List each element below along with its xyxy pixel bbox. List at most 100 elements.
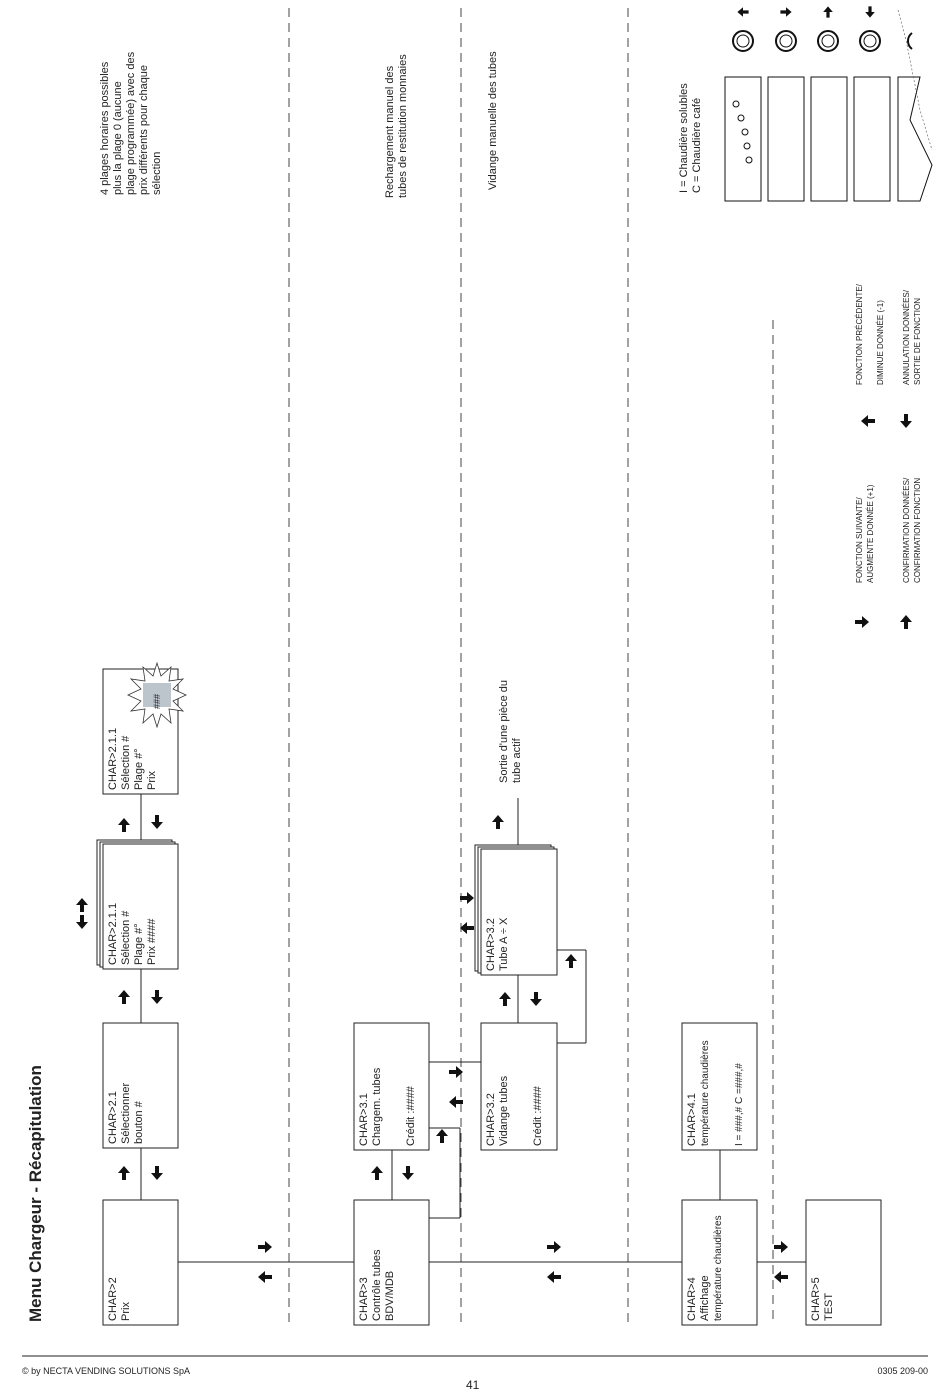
menu-box-char4-1: [681, 1022, 758, 1151]
note-sortie-line2: tube actif: [511, 737, 523, 783]
box-label-temperature: température chaudières: [713, 1215, 724, 1321]
note-chaudiere-line1: I = Chaudière solubles: [678, 83, 690, 193]
arrow-down-icon: [402, 1166, 414, 1180]
page-title: Menu Chargeur - Récapitulation: [26, 1065, 45, 1322]
arrow-down-icon: [865, 6, 875, 18]
arrow-up-icon: [499, 992, 511, 1006]
box-label-plage-b: Plage #°: [133, 748, 145, 790]
legend-prev-line1: FONCTION PRÉCÉDENTE/: [855, 283, 864, 385]
box-label-bouton: bouton #: [133, 1100, 145, 1144]
box-label-controle: Contrôle tubes: [371, 1249, 383, 1321]
menu-box-char2-1-1-stacked: [102, 843, 179, 970]
blinking-burst-icon: [127, 661, 187, 729]
blink-value: ###: [152, 694, 162, 709]
arrow-down-icon: [530, 992, 542, 1006]
box-label-char3-2b: CHAR>3.2: [485, 918, 497, 971]
svg-text:CHAR>3.2 Tube A ÷ X: CHAR>3.2 Tube A ÷ X: [485, 915, 510, 971]
box-label-char2-1: CHAR>2.1: [107, 1091, 119, 1144]
arrow-right-icon: [258, 1241, 272, 1253]
box-label-plage: Plage #°: [133, 923, 145, 965]
box-label-test: TEST: [823, 1293, 835, 1321]
menu-box-char3-2-stacked: [480, 848, 558, 976]
svg-text:CHAR>2.1.1 Sélection #: CHAR>2.1.1 Sélection # Plage #° Prix ###…: [107, 900, 158, 965]
box-label-selection-b: Sélection #: [120, 735, 132, 790]
arrow-right-icon: [774, 1241, 788, 1253]
arrow-up-icon: [118, 818, 130, 832]
page-number: 41: [466, 1378, 480, 1392]
svg-text:I = Chaudière solubles C: I = Chaudière solubles C = Chaudière caf…: [678, 80, 703, 193]
svg-text:FONCTION PRÉCÉDENTE/ DIMIN: FONCTION PRÉCÉDENTE/ DIMINUE DONNÉE (-1): [855, 282, 885, 385]
box-label-temp-values: I = ###,# C =###,#: [734, 1063, 745, 1146]
arrow-left-icon: [861, 415, 875, 427]
box-label-char3: CHAR>3: [358, 1277, 370, 1321]
note-vidange: Vidange manuelle des tubes: [487, 51, 499, 190]
box-label-prix-value: Prix ####: [146, 918, 158, 965]
legend-prev-line2: DIMINUE DONNÉE (-1): [876, 300, 885, 385]
box-label-affichage: Affichage: [699, 1275, 711, 1321]
legend-cancel-line1: ANNULATION DONNÉES/: [902, 289, 911, 385]
note-plages-line5: sélection: [151, 152, 163, 195]
menu-box-char5: [805, 1199, 882, 1326]
arrow-left-icon: [547, 1271, 561, 1283]
arrow-down-icon: [151, 990, 163, 1004]
arrow-up-icon: [823, 6, 833, 18]
note-plages-line3: plage programmée) avec des: [125, 51, 137, 195]
box-label-prix: Prix: [120, 1302, 132, 1321]
keypad-buttons-icon: [732, 30, 913, 52]
svg-text:4 plages horaires possibles: 4 plages horaires possibles plus la plag…: [99, 49, 163, 195]
arrow-up-icon: [76, 898, 88, 912]
box-label-char2-1-1b: CHAR>2.1.1: [107, 728, 119, 790]
box-label-char3-2: CHAR>3.2: [485, 1093, 497, 1146]
svg-text:ANNULATION DONNÉES/ SORTIE: ANNULATION DONNÉES/ SORTIE DE FONCTION: [902, 288, 922, 385]
svg-text:CHAR>4.1 température chaud: CHAR>4.1 température chaudières I = ###,…: [686, 1038, 745, 1146]
box-label-vidange: Vidange tubes: [498, 1075, 510, 1146]
menu-box-char2-1: [102, 1022, 179, 1149]
box-label-credit: Crédit :####: [405, 1085, 417, 1146]
svg-text:CHAR>5 TEST: CHAR>5 TEST: [810, 1274, 835, 1321]
svg-text:Rechargement manuel des tu: Rechargement manuel des tubes de restitu…: [384, 54, 409, 198]
arrow-left-icon: [460, 922, 474, 934]
note-recharge-line2: tubes de restitution monnaies: [397, 54, 409, 198]
arrow-up-icon: [371, 1166, 383, 1180]
box-label-char2-1-1: CHAR>2.1.1: [107, 903, 119, 965]
menu-box-char3-2: [480, 1022, 558, 1151]
note-sortie-line1: Sortie d'une pièce du: [498, 680, 510, 783]
arrow-up-icon: [565, 954, 577, 968]
arrow-left-icon: [737, 7, 749, 17]
menu-box-char3-1: [353, 1022, 430, 1151]
connector-lines: [140, 794, 806, 1263]
box-label-char3-1: CHAR>3.1: [358, 1093, 370, 1146]
arrow-down-icon: [151, 1166, 163, 1180]
box-label-char4: CHAR>4: [686, 1277, 698, 1321]
svg-text:Sortie d'une pièce du tube: Sortie d'une pièce du tube actif: [498, 677, 523, 783]
legend-next-line1: FONCTION SUIVANTE/: [855, 497, 864, 583]
arrow-up-icon: [118, 1166, 130, 1180]
box-label-bdv: BDV/MDB: [384, 1271, 396, 1321]
arrow-down-icon: [151, 815, 163, 829]
arrow-right-icon: [460, 892, 474, 904]
menu-box-char4: [681, 1199, 758, 1326]
menu-box-char3: [353, 1199, 430, 1326]
svg-text:CHAR>2.1.1 Sélection #: CHAR>2.1.1 Sélection # Plage #° Prix: [107, 725, 158, 790]
legend-next-line2: AUGMENTE DONNÉE (+1): [866, 484, 875, 583]
svg-text:CHAR>2 Prix: CHAR>2 Prix: [107, 1274, 132, 1321]
arrow-up-icon: [492, 815, 504, 829]
arrow-left-icon: [774, 1271, 788, 1283]
svg-text:CHAR>2.1 Sélectionner: CHAR>2.1 Sélectionner bouton #: [107, 1080, 145, 1144]
legend-cancel-line2: SORTIE DE FONCTION: [913, 298, 922, 385]
svg-text:CONFIRMATION DONNÉES/ CONF: CONFIRMATION DONNÉES/ CONFIRMATION FONCT…: [902, 476, 922, 583]
svg-text:CHAR>3 Contrôle tubes: CHAR>3 Contrôle tubes BDV/MDB: [358, 1246, 396, 1321]
arrow-right-icon: [547, 1241, 561, 1253]
box-label-temp-chaud: température chaudières: [700, 1040, 711, 1146]
box-label-prix-b: Prix: [146, 771, 158, 790]
menu-box-char2: [102, 1199, 179, 1326]
box-label-selectionner: Sélectionner: [120, 1083, 132, 1144]
note-plages-line4: prix différents pour chaque: [138, 65, 150, 195]
svg-text:CHAR>4 Affichage tempé: CHAR>4 Affichage température chaudières: [686, 1215, 724, 1321]
note-recharge-line1: Rechargement manuel des: [384, 65, 396, 198]
box-label-selection: Sélection #: [120, 910, 132, 965]
box-label-chargem: Chargem. tubes: [371, 1067, 383, 1146]
legend-confirm-line2: CONFIRMATION FONCTION: [913, 478, 922, 583]
box-label-tube: Tube A ÷ X: [498, 917, 510, 971]
